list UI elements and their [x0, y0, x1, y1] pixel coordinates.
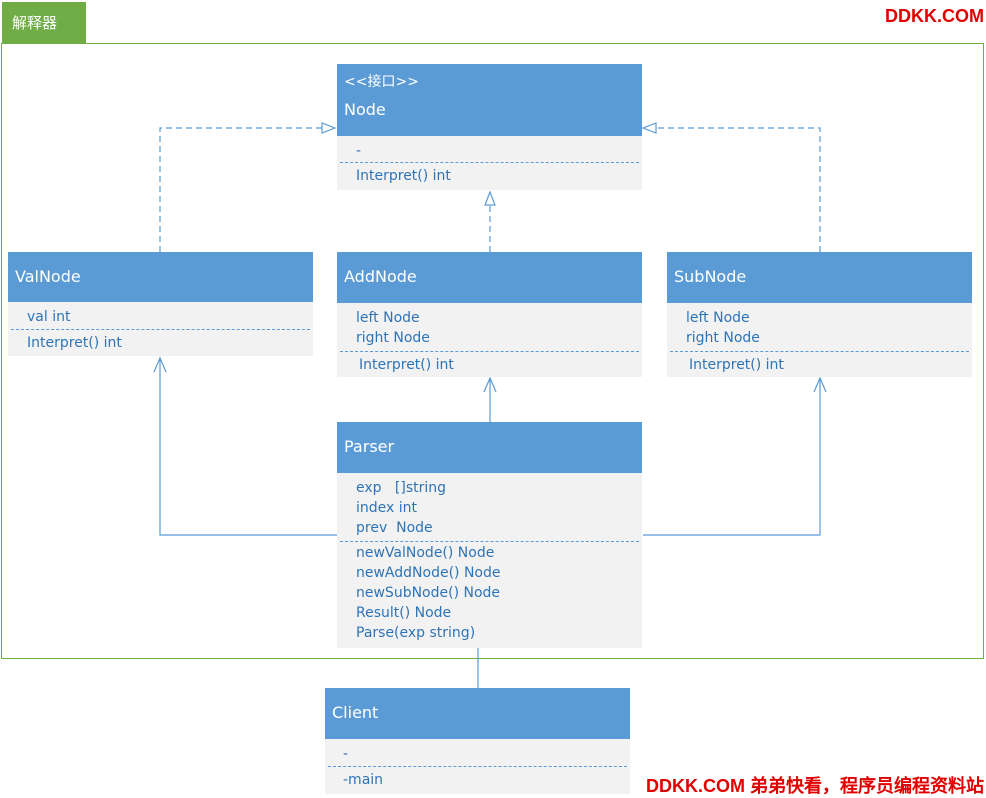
client-method: -main: [343, 772, 384, 788]
client-separator: [328, 766, 627, 767]
watermark-bottom: DDKK.COM 弟弟快看，程序员编程资料站: [646, 776, 984, 796]
client-title: Client: [332, 703, 379, 722]
client-methods: -main: [325, 767, 630, 790]
subnode-method: Interpret() int: [689, 357, 784, 373]
subnode-title: SubNode: [674, 267, 747, 286]
watermark-top: DDKK.COM: [885, 6, 984, 26]
valnode-attribute: val int: [27, 309, 71, 325]
valnode-header: ValNode: [8, 252, 313, 302]
addnode-title: AddNode: [344, 267, 417, 286]
diagram-tab[interactable]: 解释器: [2, 2, 86, 43]
node-separator: [340, 162, 639, 163]
valnode-attributes: val int: [8, 302, 313, 329]
node-methods: Interpret() int: [337, 163, 642, 186]
subnode-header: SubNode: [667, 252, 972, 303]
package-frame: [1, 43, 984, 659]
subnode-separator: [670, 351, 969, 352]
node-stereotype: <<接口>>: [344, 74, 419, 90]
node-title: Node: [344, 100, 386, 119]
node-interface-class[interactable]: <<接口>> Node - Interpret() int: [337, 64, 642, 190]
parser-attribute-prev: prev Node: [356, 520, 433, 536]
valnode-realization-arrowhead: [321, 122, 337, 134]
client-class[interactable]: Client - -main: [325, 688, 630, 794]
parser-method-parse: Parse(exp string): [356, 625, 476, 641]
client-header: Client: [325, 688, 630, 739]
node-attributes: -: [337, 136, 642, 162]
parser-method-newaddnode: newAddNode() Node: [356, 565, 501, 581]
client-attributes: -: [325, 739, 630, 766]
addnode-method: Interpret() int: [359, 357, 454, 373]
node-method: Interpret() int: [356, 168, 451, 184]
parser-attribute-index: index int: [356, 500, 418, 516]
parser-valnode-association: [159, 358, 337, 536]
parser-method-newsubnode: newSubNode() Node: [356, 585, 501, 601]
subnode-attributes: left Node right Node: [667, 303, 972, 351]
addnode-attribute-right: right Node: [356, 330, 430, 346]
subnode-class[interactable]: SubNode left Node right Node Interpret()…: [667, 252, 972, 377]
node-attribute: -: [356, 143, 362, 159]
parser-separator: [340, 541, 639, 542]
addnode-attributes: left Node right Node: [337, 303, 642, 351]
addnode-separator: [340, 351, 639, 352]
valnode-separator: [11, 329, 310, 330]
parser-method-newvalnode: newValNode() Node: [356, 545, 495, 561]
parser-addnode-arrowhead: [483, 376, 497, 393]
parser-header: Parser: [337, 422, 642, 473]
parser-class[interactable]: Parser exp []string index int prev Node …: [337, 422, 642, 648]
valnode-method: Interpret() int: [27, 335, 122, 351]
addnode-header: AddNode: [337, 252, 642, 303]
parser-methods: newValNode() Node newAddNode() Node newS…: [337, 542, 642, 643]
diagram-tab-label: 解释器: [12, 14, 58, 32]
valnode-title: ValNode: [15, 267, 81, 286]
valnode-class[interactable]: ValNode val int Interpret() int: [8, 252, 313, 356]
addnode-methods: Interpret() int: [337, 352, 642, 375]
parser-title: Parser: [344, 437, 395, 456]
addnode-class[interactable]: AddNode left Node right Node Interpret()…: [337, 252, 642, 377]
addnode-attribute-left: left Node: [356, 310, 420, 326]
parser-attributes: exp []string index int prev Node: [337, 473, 642, 541]
subnode-realization-line: [656, 127, 821, 252]
subnode-attribute-right: right Node: [686, 330, 760, 346]
parser-subnode-association: [643, 378, 821, 536]
subnode-methods: Interpret() int: [667, 352, 972, 375]
parser-attribute-exp: exp []string: [356, 480, 447, 496]
client-attribute: -: [343, 746, 349, 762]
parser-subnode-arrowhead: [813, 376, 827, 393]
parser-valnode-arrowhead: [153, 356, 167, 373]
valnode-methods: Interpret() int: [8, 330, 313, 353]
subnode-realization-arrowhead: [641, 122, 657, 134]
node-header: <<接口>> Node: [337, 64, 642, 136]
subnode-attribute-left: left Node: [686, 310, 750, 326]
addnode-realization-arrowhead: [484, 190, 496, 206]
valnode-realization-line: [159, 127, 322, 252]
parser-method-result: Result() Node: [356, 605, 452, 621]
